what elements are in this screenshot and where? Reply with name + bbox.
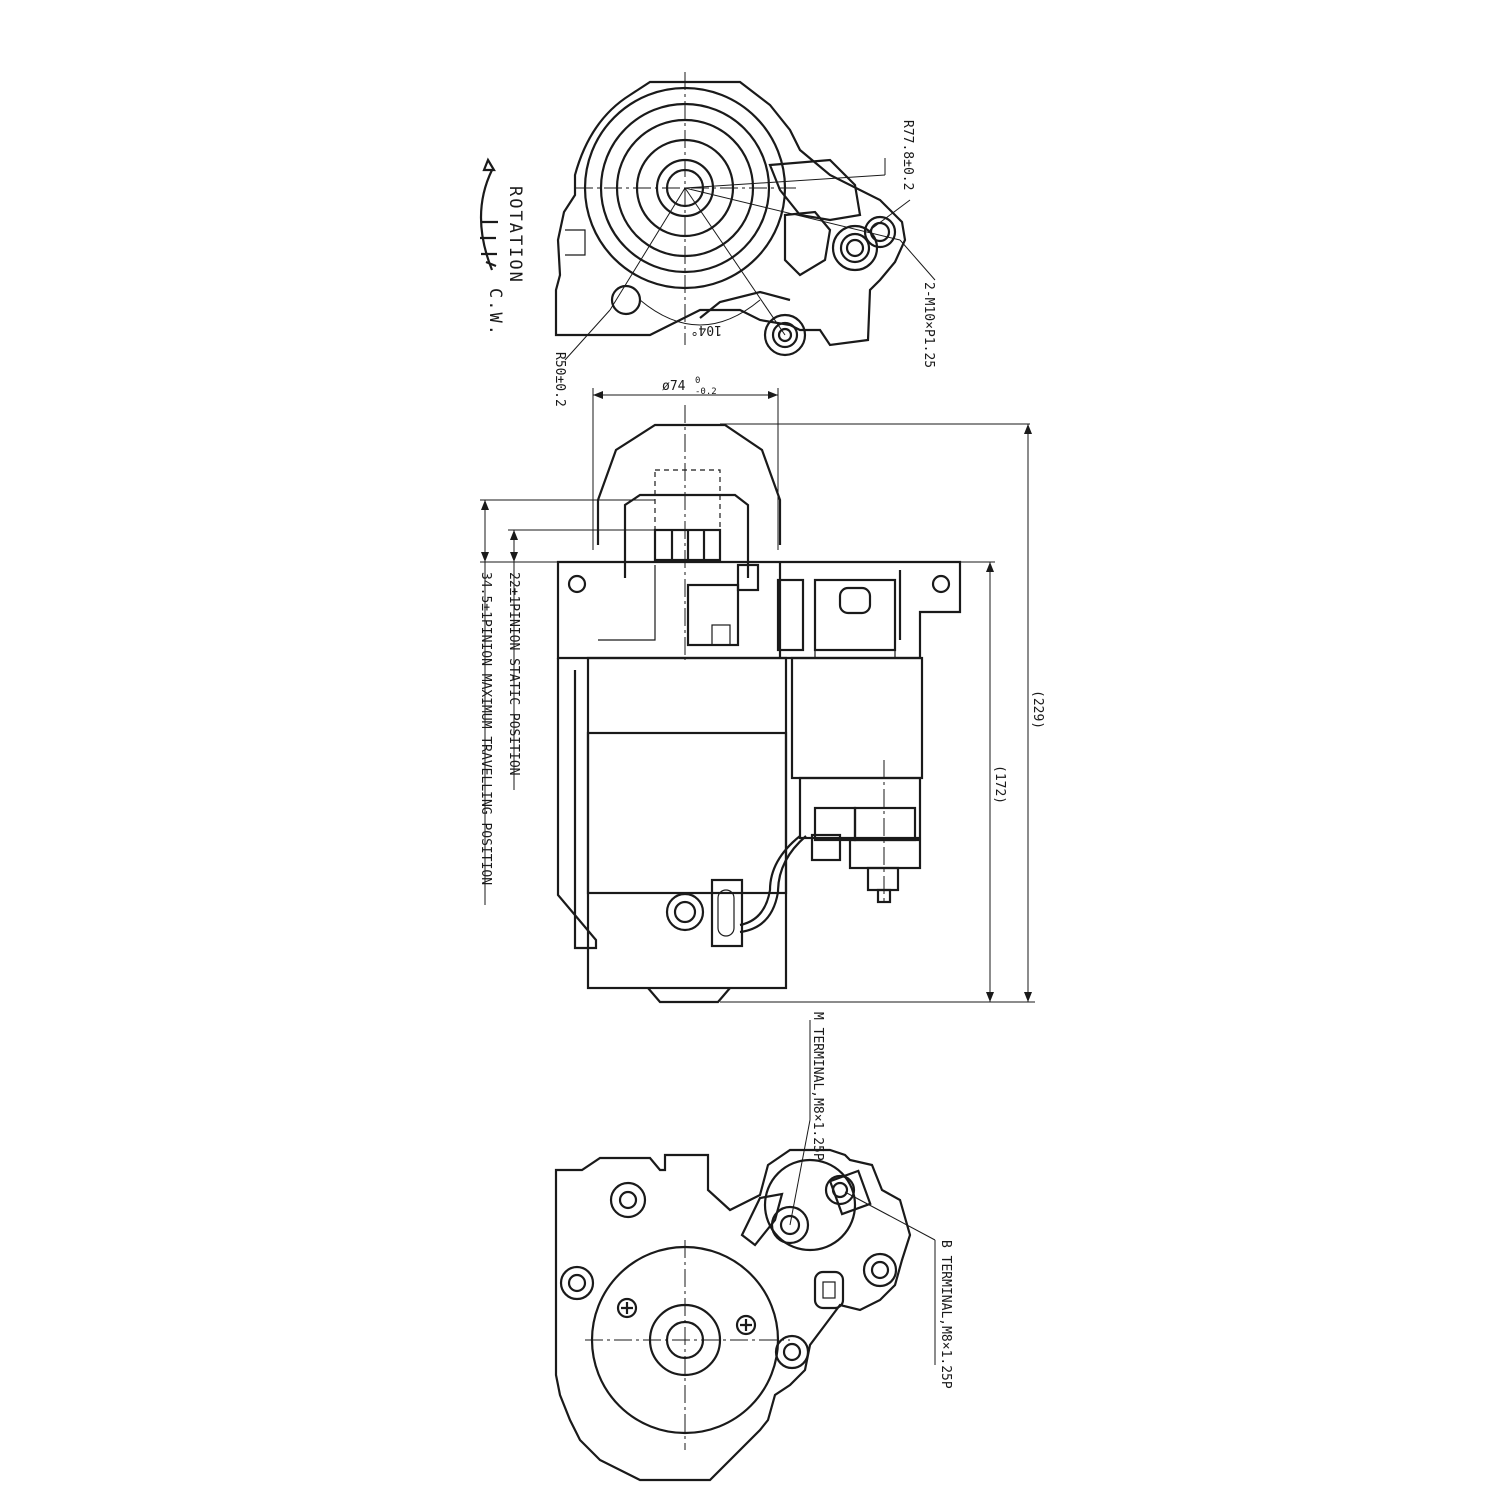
bolt-spec-label: 2-M10×P1.25 [921, 282, 936, 368]
angle-label: 104° [691, 322, 722, 337]
rotation-arrow-icon [479, 157, 498, 271]
length-body-label: (172) [992, 765, 1007, 804]
length-total-label: (229) [1030, 690, 1045, 729]
side-view: ø74 0 -0.2 (229) (172) 22±1PINION STATIC… [478, 376, 1045, 1004]
pinion-max-label: 34.5±1PINION MAXIMUM TRAVELLING POSITION [478, 572, 493, 885]
rotation-direction-label: C.W. [485, 288, 505, 337]
bottom-view: M TERMINAL,M8×1.25P B TERMINAL,M8×1.25P [554, 1012, 953, 1482]
radius-outer-label: R77.8±0.2 [900, 120, 915, 190]
top-view: ROTATION C.W. R77.8±0.2 R50±0.2 2-M10×P1… [479, 72, 936, 407]
pinion-static-label: 22±1PINION STATIC POSITION [506, 572, 521, 776]
diameter-label: ø74 [662, 379, 686, 394]
radius-inner-label: R50±0.2 [552, 352, 567, 407]
m-terminal-label: M TERMINAL,M8×1.25P [810, 1012, 825, 1161]
rotation-label: ROTATION [505, 186, 525, 284]
diameter-tol-upper: 0 [695, 376, 700, 386]
diameter-tol-lower: -0.2 [695, 387, 717, 397]
b-terminal-label: B TERMINAL,M8×1.25P [938, 1240, 953, 1389]
